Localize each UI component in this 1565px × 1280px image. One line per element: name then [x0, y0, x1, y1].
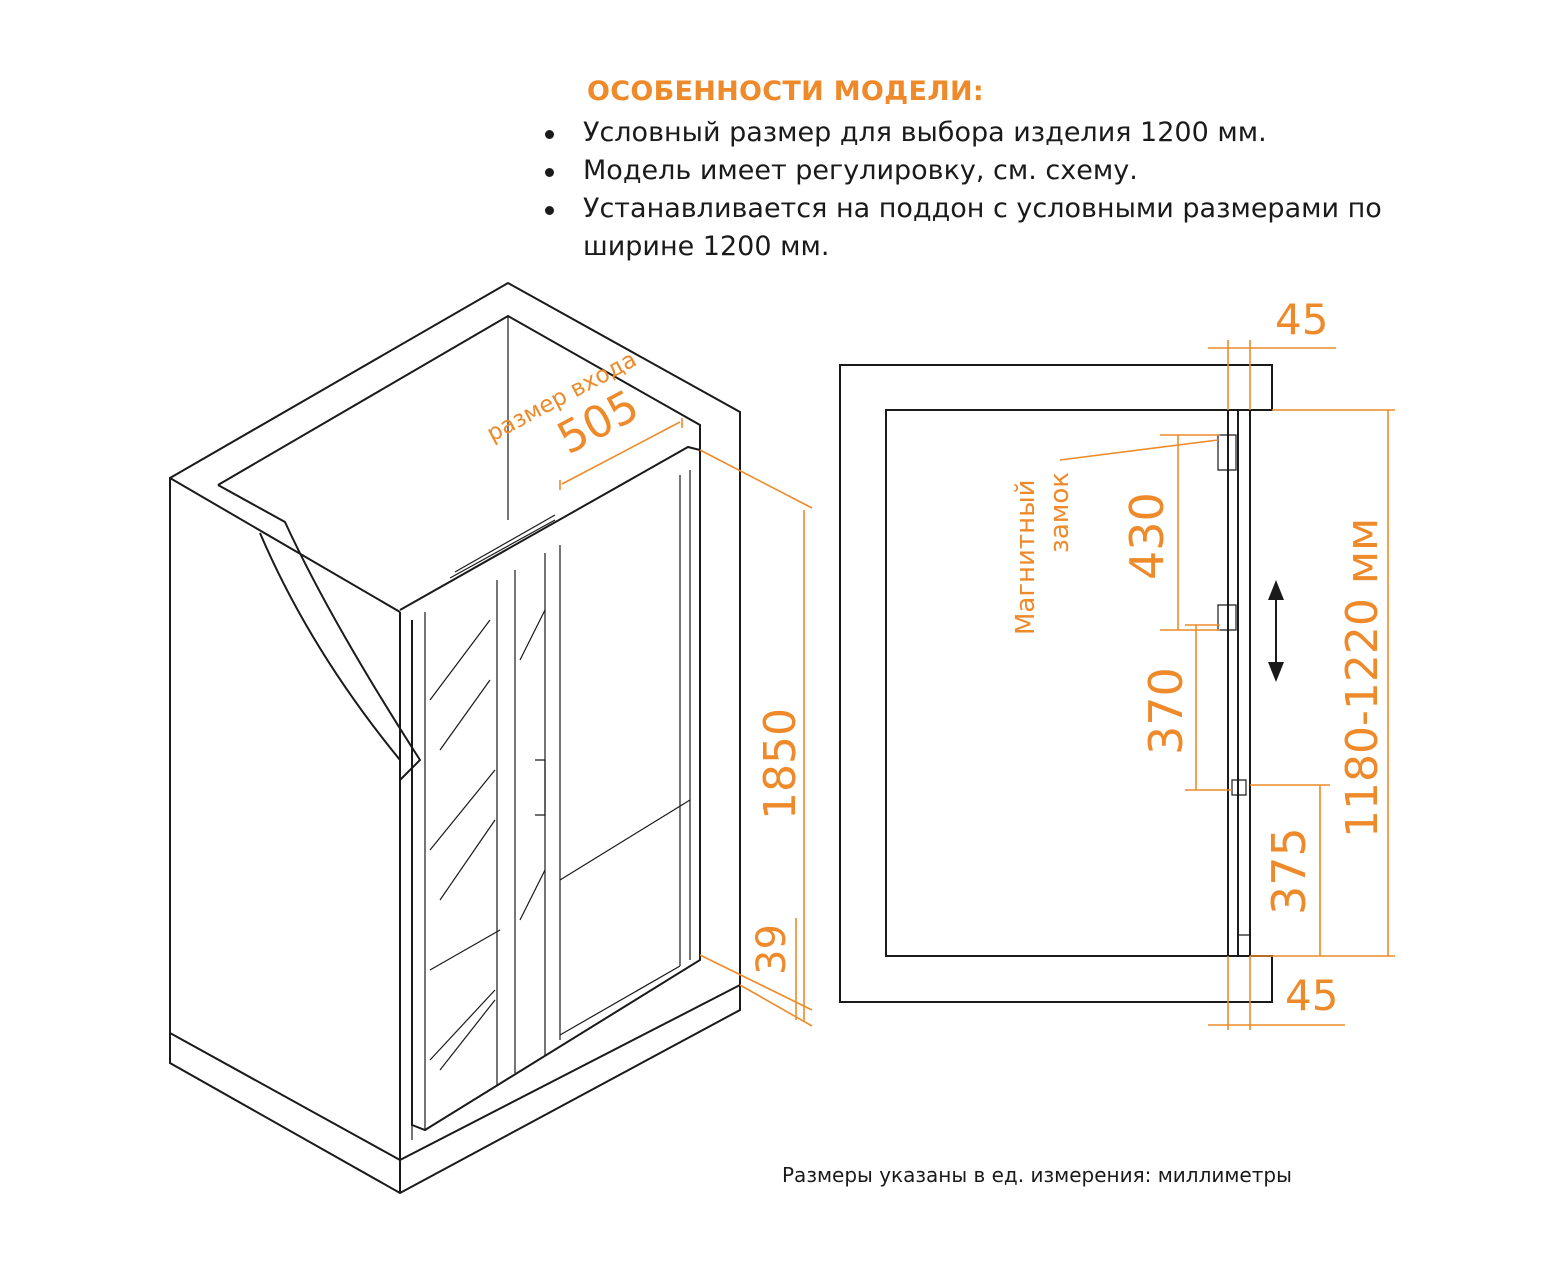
bottom-offset-dim: 45	[1285, 971, 1338, 1020]
top-offset-dim: 45	[1275, 295, 1328, 344]
base-height-dim: 39	[749, 924, 795, 975]
upper-dim: 430	[1120, 492, 1174, 580]
iso-dimensions: размер входа 505 1850 39	[483, 347, 813, 1027]
height-dim: 1850	[755, 708, 806, 820]
features-title: ОСОБЕННОСТИ МОДЕЛИ:	[587, 76, 984, 107]
middle-dim: 370	[1139, 667, 1193, 755]
lock-label-2: замок	[1045, 472, 1075, 553]
units-footnote: Размеры указаны в ед. измерения: миллиме…	[782, 1163, 1292, 1187]
total-range-dim: 1180-1220 мм	[1337, 518, 1388, 838]
plan-dimensions: 45 45 Магнитный замок 430 370 375 1180-1…	[1011, 295, 1395, 1030]
feature-item: Условный размер для выбора изделия 1200 …	[545, 114, 1403, 152]
plan-view-drawing	[839, 364, 1284, 1003]
features-list: Условный размер для выбора изделия 1200 …	[545, 114, 1403, 266]
lower-dim: 375	[1262, 827, 1316, 915]
lock-label-1: Магнитный	[1011, 480, 1041, 636]
feature-item: Модель имеет регулировку, см. схему.	[545, 152, 1403, 190]
iso-shower-drawing	[169, 281, 741, 1195]
feature-item: Устанавливается на поддон с условными ра…	[545, 190, 1403, 266]
